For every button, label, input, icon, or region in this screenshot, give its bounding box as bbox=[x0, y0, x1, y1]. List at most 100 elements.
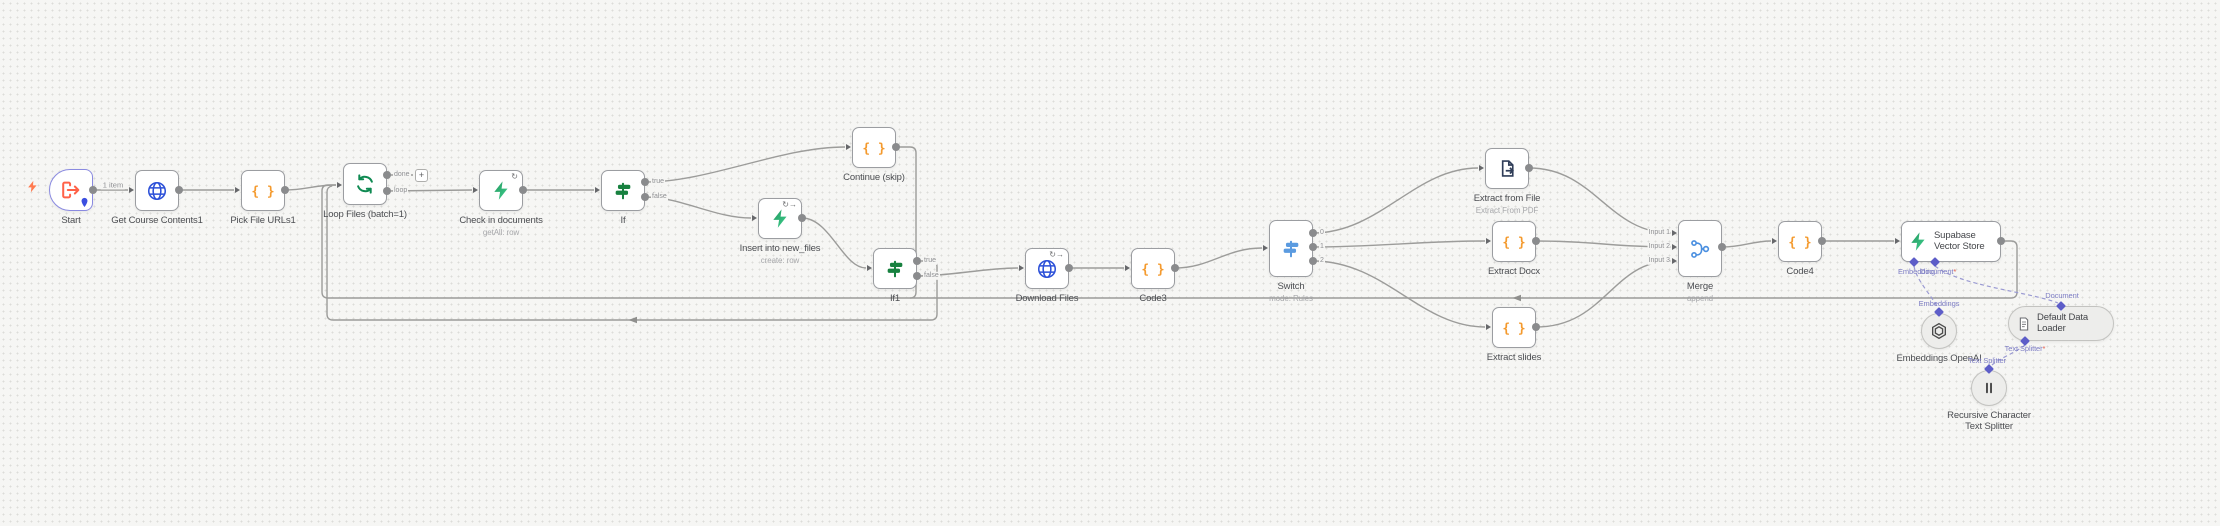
output-port-pick-file-urls1[interactable] bbox=[281, 186, 289, 194]
ai-connection-supabase-document-to-loader[interactable] bbox=[1934, 265, 2059, 304]
ai-connection-loader-to-text-splitter[interactable] bbox=[1991, 344, 2026, 366]
node-loop-files[interactable] bbox=[343, 163, 387, 205]
output-port-get-course-contents1[interactable] bbox=[175, 186, 183, 194]
output-port-label: true bbox=[651, 177, 666, 187]
input-port-merge[interactable] bbox=[1672, 243, 1677, 250]
node-label-embeddings-openai: Embeddings OpenAI bbox=[1896, 353, 1982, 364]
output-port-if[interactable] bbox=[641, 178, 649, 186]
output-port-insert-into-new-files[interactable] bbox=[798, 214, 806, 222]
output-port-check-in-documents[interactable] bbox=[519, 186, 527, 194]
output-port-start[interactable] bbox=[89, 186, 97, 194]
node-setting-icons: ↻ bbox=[511, 172, 518, 181]
output-port-loop-files[interactable] bbox=[383, 187, 391, 195]
add-node-button[interactable]: + bbox=[415, 169, 428, 182]
input-port-code4[interactable] bbox=[1772, 237, 1777, 244]
node-supabase-vector-store[interactable]: Supabase Vector Store bbox=[1901, 221, 2001, 262]
node-label-continue-skip: Continue (skip) bbox=[843, 172, 905, 183]
output-port-continue-skip[interactable] bbox=[892, 143, 900, 151]
input-port-switch[interactable] bbox=[1263, 244, 1268, 251]
node-extract-docx[interactable]: { } bbox=[1492, 221, 1536, 262]
node-label-if1: If1 bbox=[889, 293, 901, 304]
svg-text:{ }: { } bbox=[252, 184, 274, 199]
connection-switch2-to-extract-slides[interactable] bbox=[1312, 260, 1486, 328]
node-check-in-documents[interactable]: ↻ bbox=[479, 170, 523, 211]
connection-switch1-to-extract-docx[interactable] bbox=[1312, 240, 1486, 248]
node-continue-skip[interactable]: { } bbox=[852, 127, 896, 168]
input-port-loop-files[interactable] bbox=[337, 181, 342, 188]
output-port-extract-slides[interactable] bbox=[1532, 323, 1540, 331]
output-port-switch[interactable] bbox=[1309, 243, 1317, 251]
input-port-insert-into-new-files[interactable] bbox=[752, 214, 757, 221]
node-embeddings-openai[interactable] bbox=[1921, 313, 1957, 349]
input-port-check-in-documents[interactable] bbox=[473, 186, 478, 193]
node-extract-slides[interactable]: { } bbox=[1492, 307, 1536, 348]
splitter-icon bbox=[1980, 379, 1998, 397]
input-port-code3[interactable] bbox=[1125, 264, 1130, 271]
output-port-switch[interactable] bbox=[1309, 257, 1317, 265]
input-port-merge[interactable] bbox=[1672, 257, 1677, 264]
output-port-label: 0 bbox=[1319, 228, 1325, 238]
connection-insert-to-if1[interactable] bbox=[801, 217, 867, 269]
input-port-supabase-vector-store[interactable] bbox=[1895, 237, 1900, 244]
node-pick-file-urls1[interactable]: { } bbox=[241, 170, 285, 211]
retry-icon: ↻ bbox=[782, 200, 789, 209]
svg-text:{ }: { } bbox=[1789, 235, 1811, 250]
input-port-get-course-contents1[interactable] bbox=[129, 186, 134, 193]
input-port-if[interactable] bbox=[595, 186, 600, 193]
input-port-if1[interactable] bbox=[867, 264, 872, 271]
node-switch[interactable] bbox=[1269, 220, 1313, 277]
output-port-supabase-vector-store[interactable] bbox=[1997, 237, 2005, 245]
svg-text:{ }: { } bbox=[863, 141, 885, 156]
output-port-if1[interactable] bbox=[913, 272, 921, 280]
code-icon: { } bbox=[1788, 231, 1811, 253]
input-port-download-files[interactable] bbox=[1019, 264, 1024, 271]
output-port-code4[interactable] bbox=[1818, 237, 1826, 245]
node-label-code3: Code3 bbox=[1139, 293, 1167, 304]
node-start[interactable] bbox=[49, 169, 93, 211]
output-port-merge[interactable] bbox=[1718, 243, 1726, 251]
connection-code3-to-switch[interactable] bbox=[1174, 247, 1263, 269]
code-icon: { } bbox=[1141, 258, 1164, 280]
output-port-label: true bbox=[923, 256, 938, 266]
connection-continue-loopback[interactable] bbox=[896, 146, 917, 299]
globe-icon bbox=[146, 180, 168, 202]
node-merge[interactable] bbox=[1678, 220, 1722, 277]
output-port-if[interactable] bbox=[641, 193, 649, 201]
output-port-download-files[interactable] bbox=[1065, 264, 1073, 272]
node-code4[interactable]: { } bbox=[1778, 221, 1822, 262]
input-port-pick-file-urls1[interactable] bbox=[235, 186, 240, 193]
node-if1[interactable] bbox=[873, 248, 917, 289]
node-extract-from-file[interactable] bbox=[1485, 148, 1529, 189]
input-port-merge[interactable] bbox=[1672, 229, 1677, 236]
node-recursive-character-text-splitter[interactable] bbox=[1971, 370, 2007, 406]
node-setting-icons: ↻→ bbox=[1049, 250, 1064, 259]
connection-supabase-loopback[interactable] bbox=[321, 184, 2018, 299]
required-asterisk: * bbox=[1953, 267, 1957, 276]
connection-switch0-to-extract-file[interactable] bbox=[1312, 167, 1479, 234]
node-get-course-contents1[interactable] bbox=[135, 170, 179, 211]
output-port-switch[interactable] bbox=[1309, 229, 1317, 237]
output-port-code3[interactable] bbox=[1171, 264, 1179, 272]
output-port-extract-docx[interactable] bbox=[1532, 237, 1540, 245]
extract-file-icon bbox=[1497, 158, 1518, 179]
node-download-files[interactable]: ↻→ bbox=[1025, 248, 1069, 289]
output-port-loop-files[interactable] bbox=[383, 171, 391, 179]
input-port-extract-from-file[interactable] bbox=[1479, 164, 1484, 171]
node-label-start: Start bbox=[61, 215, 81, 226]
svg-text:{ }: { } bbox=[1503, 321, 1525, 336]
input-port-extract-slides[interactable] bbox=[1486, 323, 1491, 330]
ai-connection-supabase-embedding-to-openai[interactable] bbox=[1913, 265, 1939, 309]
output-port-if1[interactable] bbox=[913, 257, 921, 265]
merge-icon bbox=[1689, 238, 1711, 260]
node-code3[interactable]: { } bbox=[1131, 248, 1175, 289]
connection-if-true-to-continue[interactable] bbox=[644, 146, 846, 183]
node-setting-icons: ↻→ bbox=[782, 200, 797, 209]
input-port-extract-docx[interactable] bbox=[1486, 237, 1491, 244]
input-port-continue-skip[interactable] bbox=[846, 143, 851, 150]
output-port-extract-from-file[interactable] bbox=[1525, 164, 1533, 172]
node-insert-into-new-files[interactable]: ↻→ bbox=[758, 198, 802, 239]
node-if[interactable] bbox=[601, 170, 645, 211]
connection-merge-to-code4[interactable] bbox=[1721, 240, 1772, 248]
